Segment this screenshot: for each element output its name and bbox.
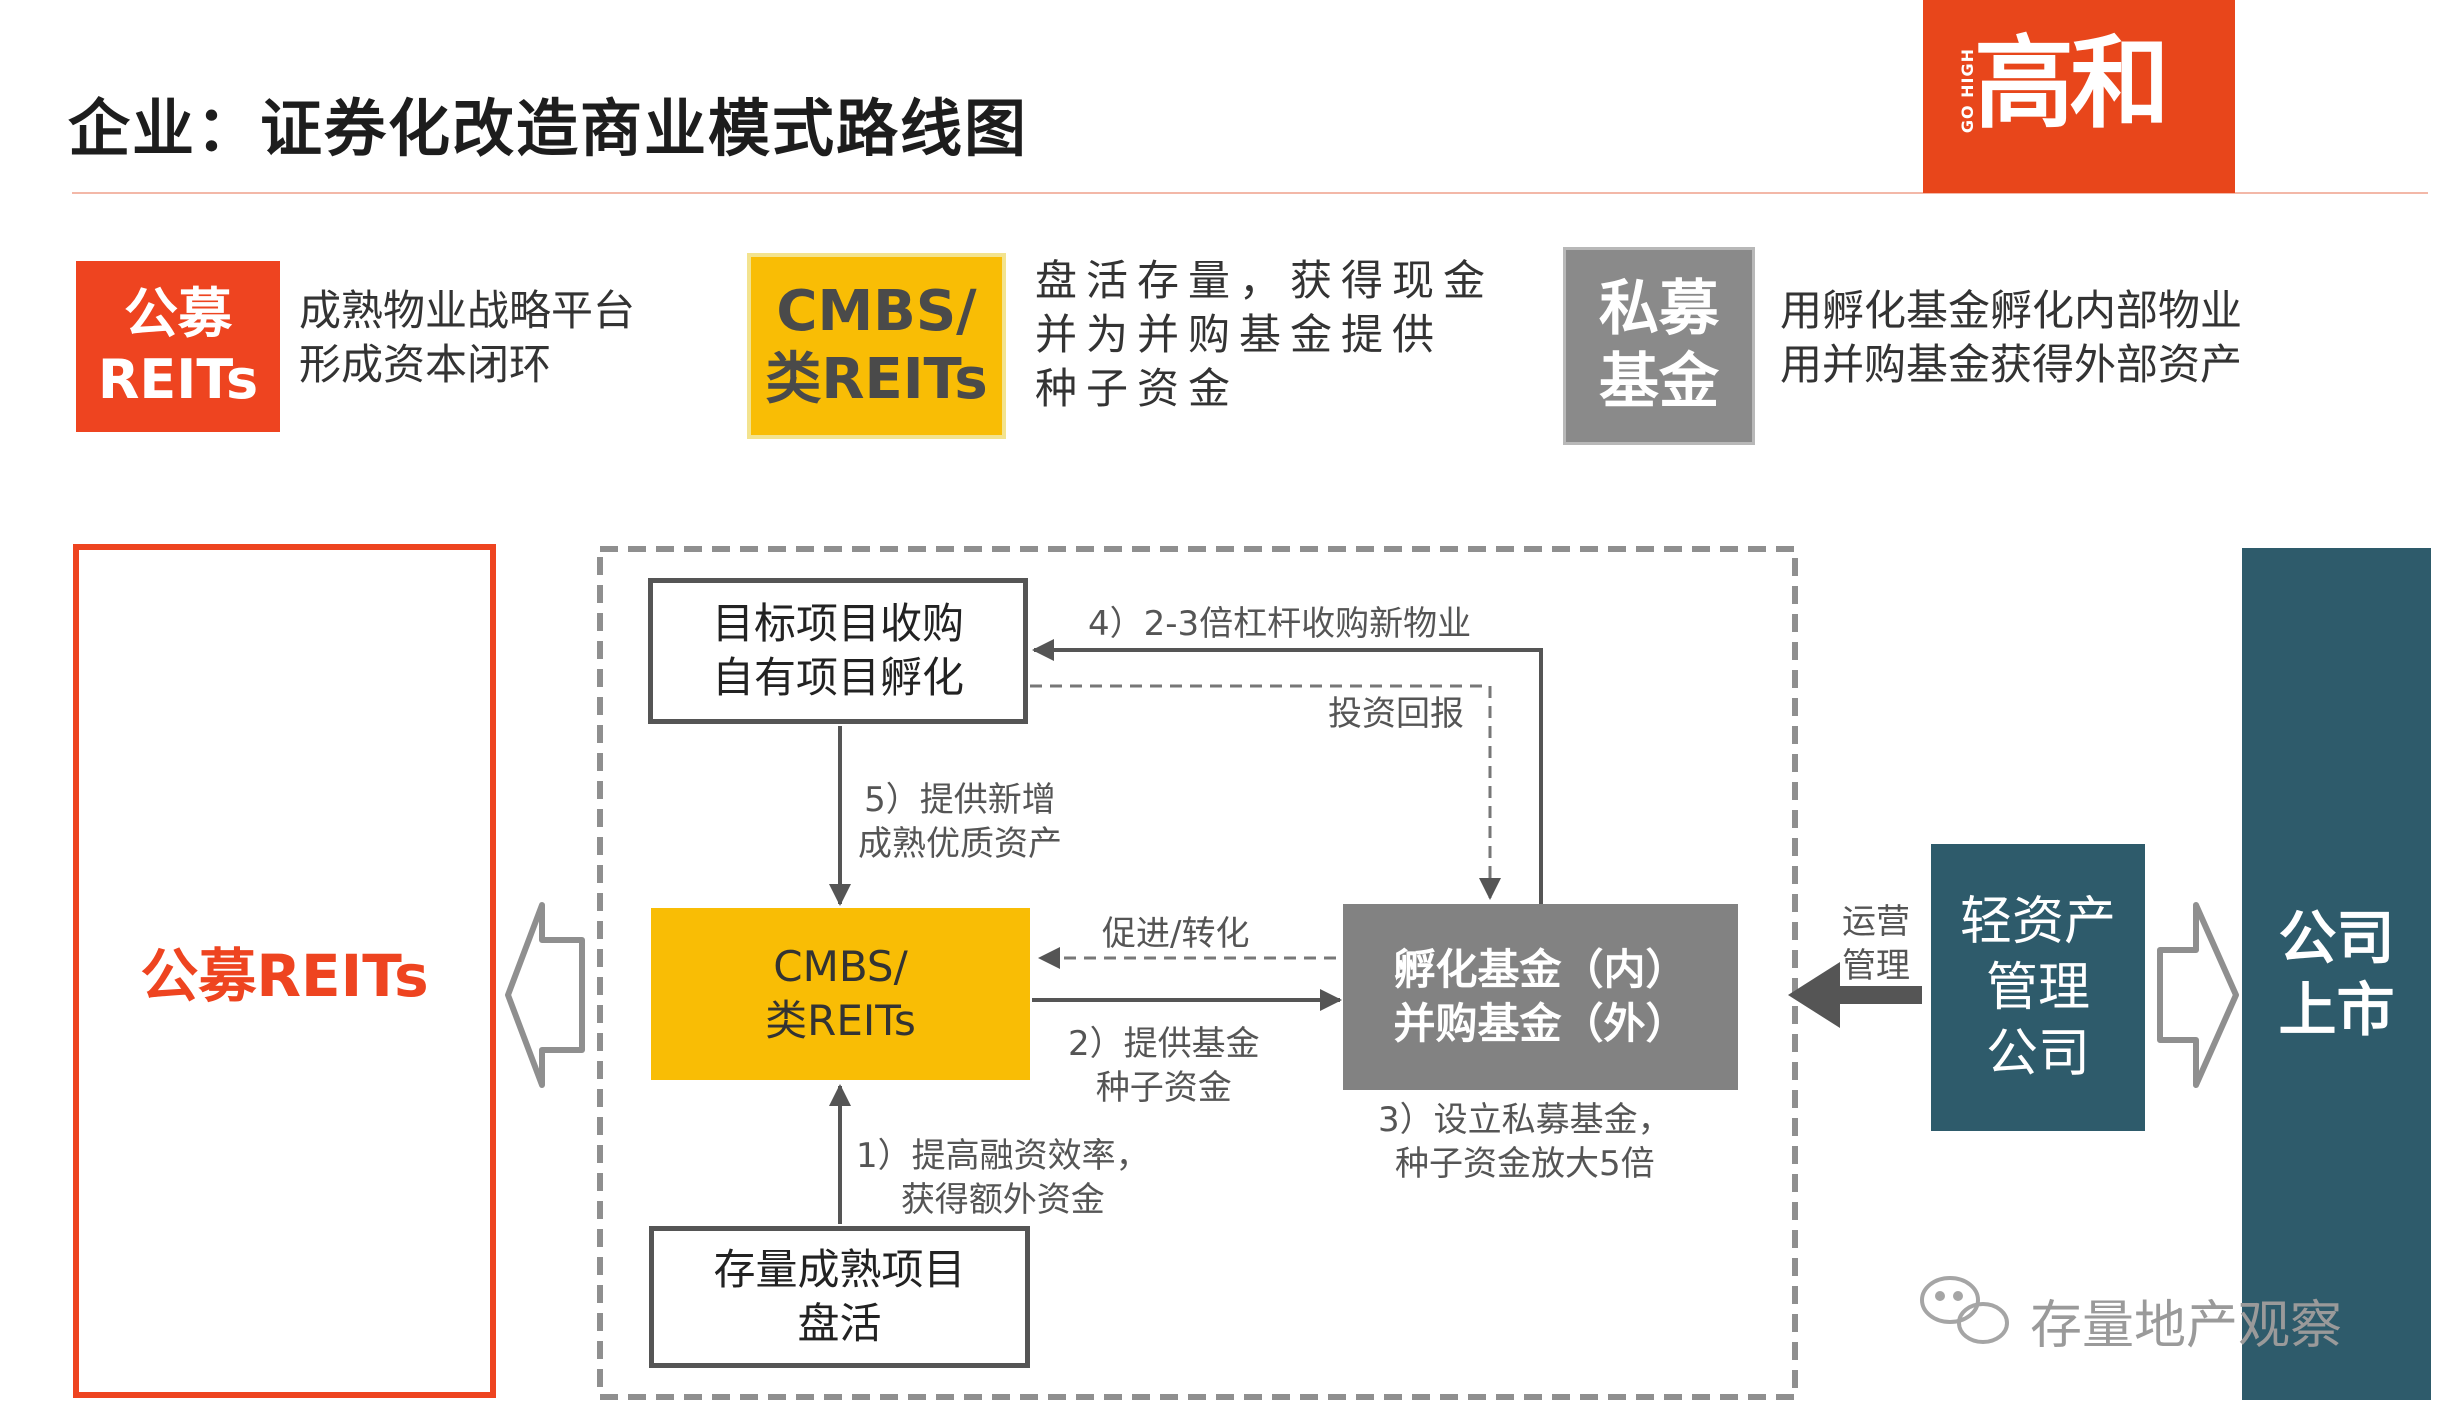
node-target-acquisition: 目标项目收购 自有项目孵化	[648, 578, 1028, 724]
legend-desc-private-fund: 用孵化基金孵化内部物业 用并购基金获得外部资产	[1780, 286, 2243, 389]
node-fund: 孵化基金（内） 并购基金（外）	[1343, 904, 1738, 1090]
legend-tag-private-fund: 私募 基金	[1563, 247, 1755, 445]
title-divider	[72, 192, 2428, 194]
hollow-arrow-left	[505, 902, 585, 1088]
label-promote: 促进/转化	[1102, 914, 1250, 954]
node-stock-assets: 存量成熟项目 盘活	[649, 1226, 1030, 1368]
arrow-operate-head	[1788, 962, 1840, 1028]
hollow-arrow-right	[2157, 902, 2239, 1088]
public-reits-label: 公募REITs	[140, 942, 429, 1010]
node-light-asset-company: 轻资产 管理 公司	[1931, 844, 2145, 1131]
legend-tag-text: 公募 REITs	[97, 281, 259, 411]
arrow-invest-return	[1030, 684, 1501, 900]
legend-tag-cmbs: CMBS/ 类REITs	[747, 253, 1006, 439]
label-step2: 2）提供基金 种子资金	[1068, 1024, 1260, 1108]
legend-desc-public-reits: 成熟物业战略平台 形成资本闭环	[299, 286, 636, 389]
process-frame	[597, 546, 1798, 1400]
label-step1: 1）提高融资效率， 获得额外资金	[856, 1136, 1150, 1220]
legend-tag-public-reits: 公募 REITs	[76, 261, 280, 432]
arrow-step4	[1032, 639, 1543, 904]
node-company-listed: 公司 上市	[2242, 548, 2431, 1400]
label-step3: 3）设立私募基金， 种子资金放大5倍	[1378, 1100, 1672, 1184]
watermark-text: 存量地产观察	[2030, 1296, 2343, 1356]
page-title: 企业：证券化改造商业模式路线图	[68, 92, 1029, 165]
label-step5: 5）提供新增 成熟优质资产	[858, 780, 1062, 864]
label-invest-return: 投资回报	[1328, 694, 1464, 734]
node-cmbs: CMBS/ 类REITs	[651, 908, 1030, 1080]
legend-tag-text: CMBS/ 类REITs	[765, 278, 988, 412]
brand-logo	[1923, 0, 2235, 193]
logo-main-text: 高和	[1974, 25, 2170, 142]
public-reits-box: 公募REITs	[73, 544, 496, 1398]
wechat-icon	[1920, 1276, 2009, 1344]
label-step4: 4）2-3倍杠杆收购新物业	[1088, 604, 1472, 644]
legend-desc-cmbs: 盘活存量，获得现金 并为并购基金提供 种子资金	[1035, 256, 1495, 413]
legend-tag-text: 私募 基金	[1599, 273, 1719, 417]
label-operate: 运营 管理	[1842, 902, 1910, 986]
